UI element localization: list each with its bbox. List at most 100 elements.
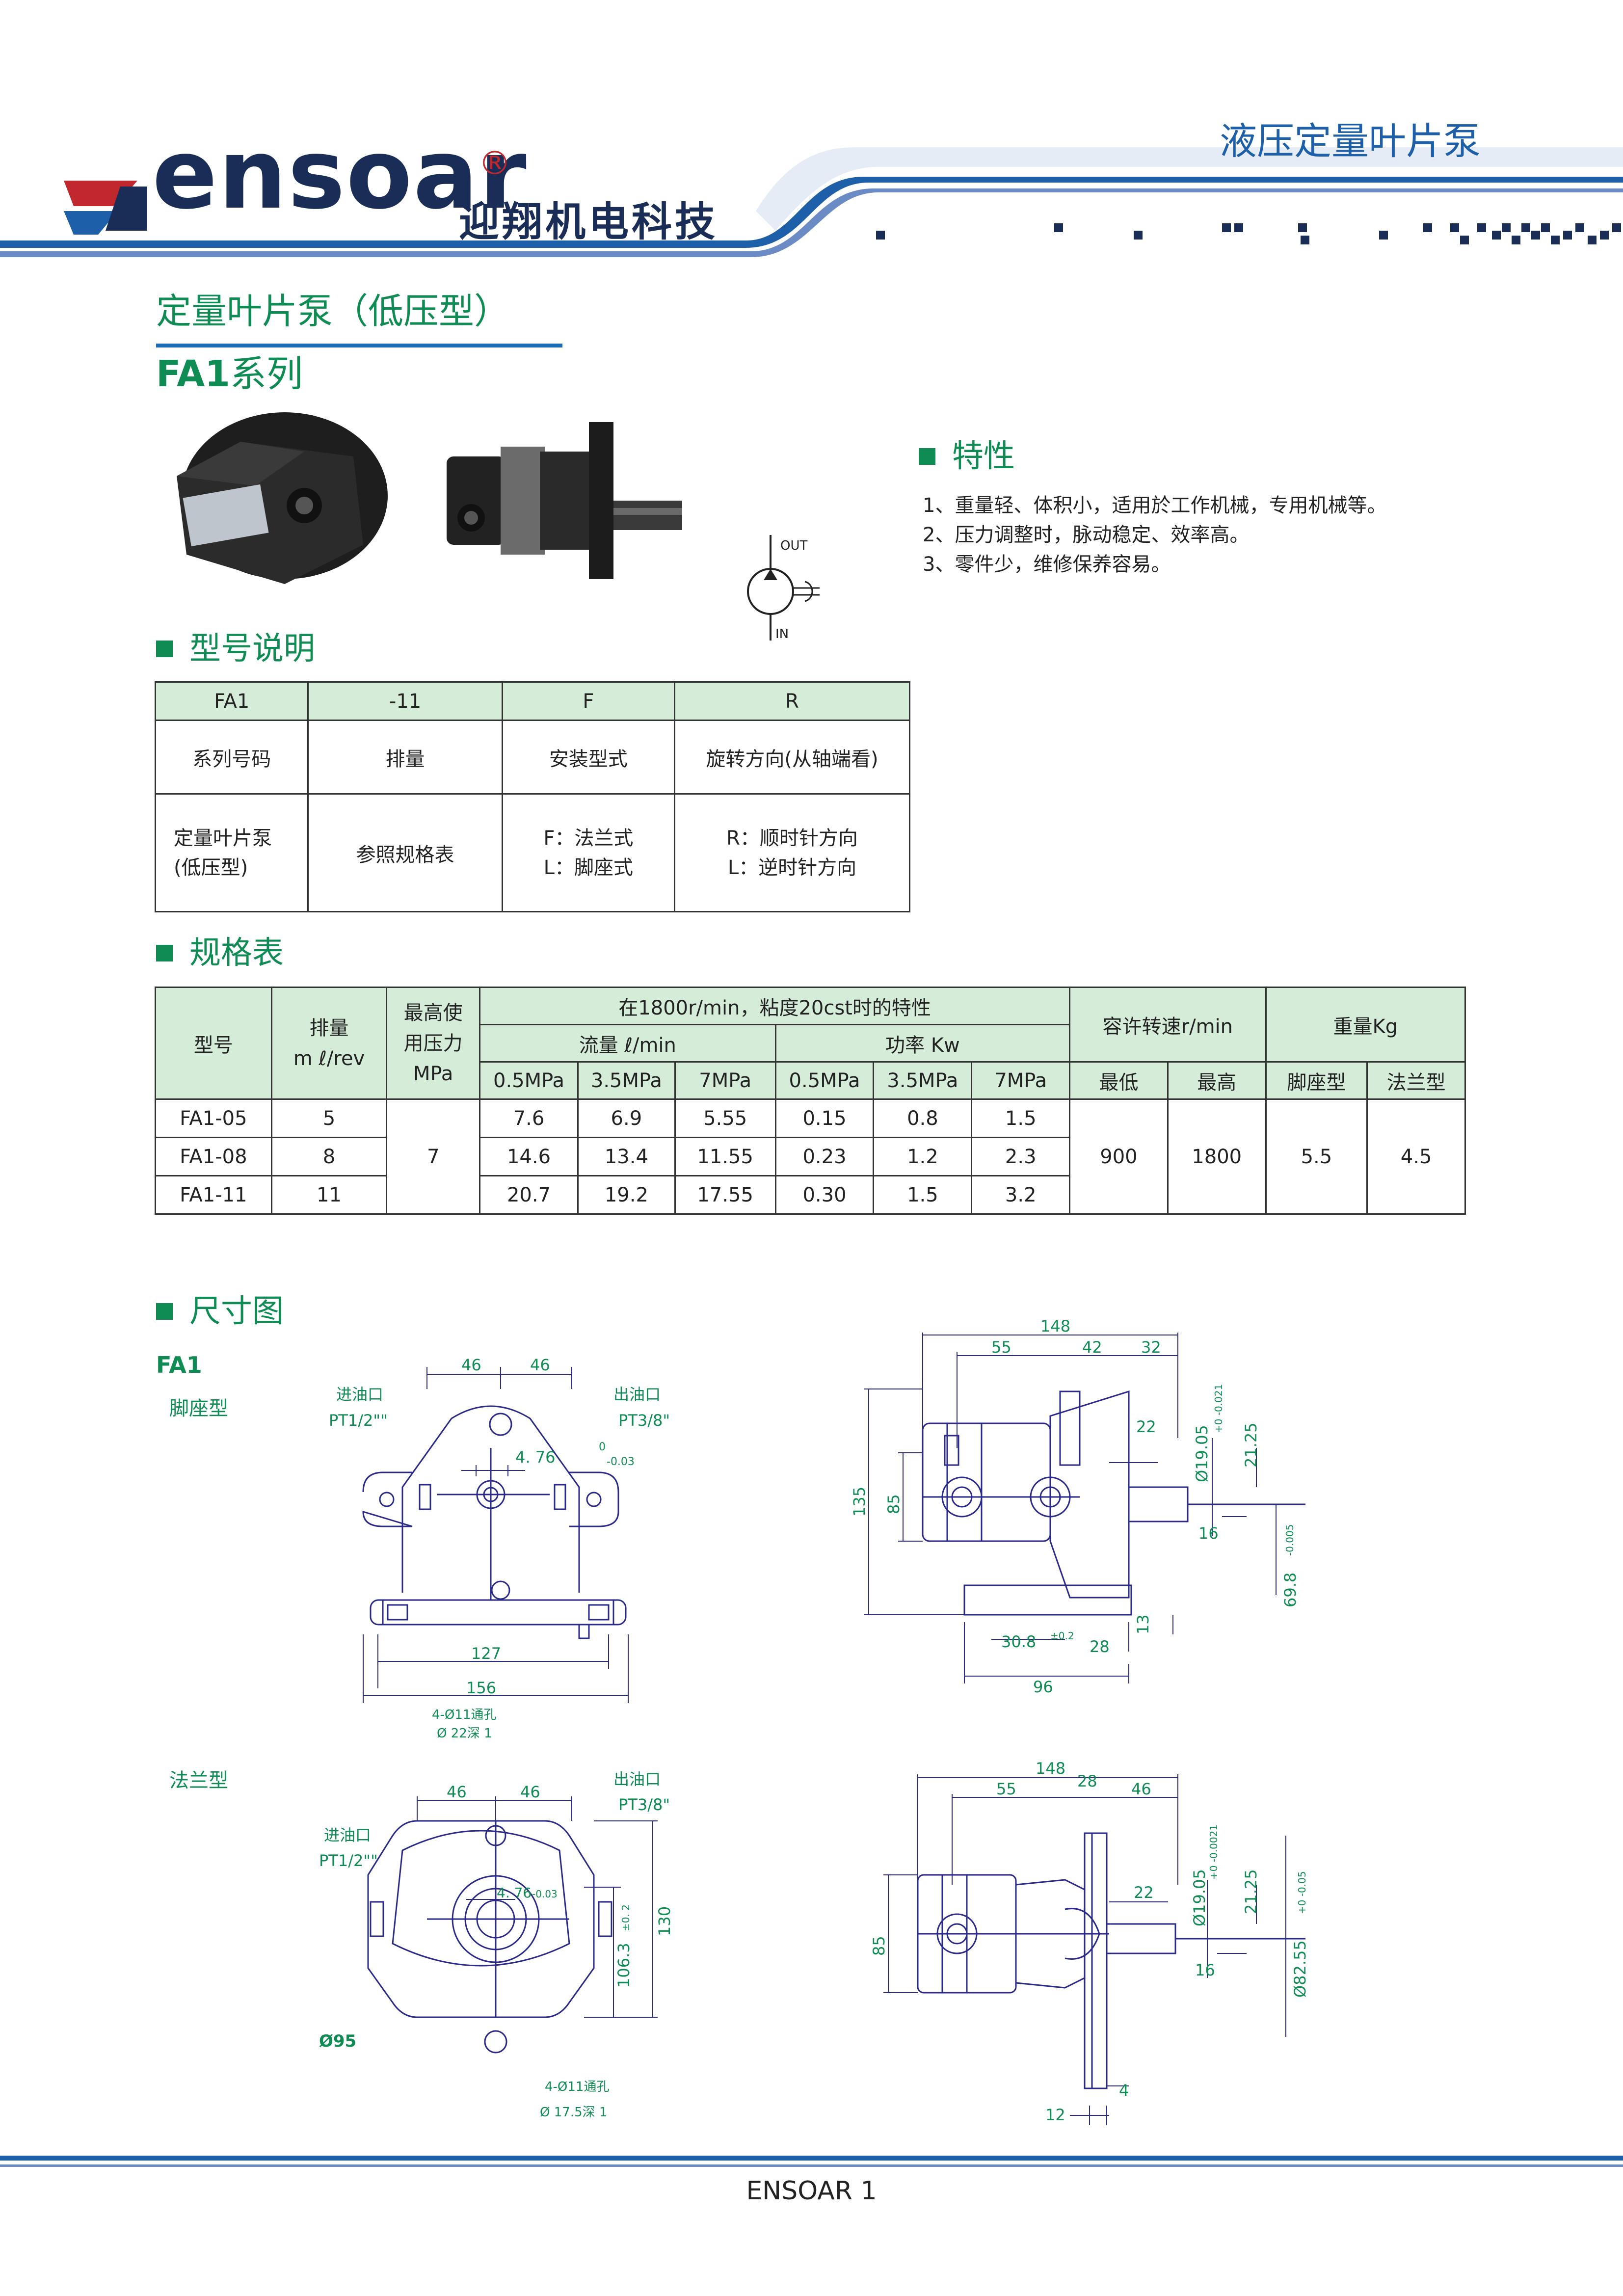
svg-text:Ø 17.5深 1: Ø 17.5深 1 — [540, 2105, 607, 2120]
svg-text:PT3/8": PT3/8" — [618, 1411, 670, 1430]
svg-text:130: 130 — [655, 1906, 674, 1936]
svg-text:4: 4 — [1119, 2081, 1129, 2100]
code-desc: 参照规格表 — [307, 793, 503, 912]
h-weight-col: 脚座型 — [1265, 1061, 1368, 1100]
code-desc: 定量叶片泵(低压型) — [154, 793, 309, 912]
header-title: 液压定量叶片泵 — [1220, 119, 1481, 163]
features-heading: 特性 — [919, 441, 1015, 472]
spec-heading: 规格表 — [156, 937, 284, 969]
h-weight-col: 法兰型 — [1366, 1061, 1466, 1100]
svg-text:46: 46 — [530, 1356, 550, 1374]
svg-text:96: 96 — [1033, 1678, 1053, 1696]
h-press-col: 7MPa — [674, 1061, 776, 1100]
h-power: 功率 Kw — [774, 1024, 1071, 1063]
h-speed: 容许转速r/min — [1069, 987, 1267, 1063]
svg-text:±0.2: ±0.2 — [1050, 1630, 1074, 1642]
h-model: 型号 — [155, 987, 272, 1100]
footer-rule-thin — [0, 2164, 1623, 2167]
svg-text:85: 85 — [884, 1494, 903, 1514]
foot-front-drawing: 46 46 进油口 PT1/2"" 出油口 PT3/8" 4. 76 0 -0.… — [329, 1356, 670, 1741]
svg-text:22: 22 — [1134, 1883, 1154, 1902]
svg-text:42: 42 — [1082, 1338, 1102, 1357]
svg-text:Ø19.05: Ø19.05 — [1190, 1869, 1209, 1926]
svg-text:46: 46 — [1131, 1780, 1151, 1798]
svg-text:127: 127 — [471, 1644, 501, 1663]
dimensions-heading: 尺寸图 — [156, 1296, 284, 1327]
svg-text:Ø 22深 1: Ø 22深 1 — [437, 1726, 492, 1741]
svg-text:13: 13 — [1134, 1614, 1152, 1634]
svg-text:±0. 2: ±0. 2 — [620, 1904, 632, 1931]
svg-text:PT3/8": PT3/8" — [618, 1795, 670, 1814]
speed-min: 900 — [1069, 1098, 1169, 1215]
svg-text:30.8: 30.8 — [1001, 1632, 1036, 1651]
svg-text:-0.03: -0.03 — [532, 1888, 558, 1900]
svg-text:46: 46 — [461, 1356, 481, 1374]
svg-text:+0 -0.05: +0 -0.05 — [1296, 1871, 1308, 1914]
speed-max: 1800 — [1167, 1098, 1267, 1215]
footer-rule — [0, 2156, 1623, 2161]
svg-text:16: 16 — [1195, 1961, 1215, 1979]
symbol-out-label: OUT — [780, 538, 807, 553]
brand-chinese-name: 迎翔机电科技 — [459, 199, 718, 245]
svg-text:4-Ø11通孔: 4-Ø11通孔 — [545, 2080, 609, 2094]
code-cell: F — [501, 681, 675, 721]
svg-text:PT1/2"": PT1/2"" — [319, 1851, 378, 1870]
svg-text:55: 55 — [996, 1780, 1016, 1798]
features-list: 1、重量轻、体积小，适用於工作机械，专用机械等。 2、压力调整时，脉动稳定、效率… — [923, 491, 1386, 579]
svg-text:22: 22 — [1136, 1417, 1156, 1436]
h-press-col: 3.5MPa — [577, 1061, 676, 1100]
svg-text:32: 32 — [1141, 1338, 1161, 1357]
feature-item: 2、压力调整时，脉动稳定、效率高。 — [923, 524, 1250, 546]
page-title: 定量叶片泵（低压型） — [156, 291, 510, 332]
logo-icon — [64, 181, 147, 235]
svg-text:16: 16 — [1198, 1524, 1219, 1543]
svg-text:0: 0 — [599, 1441, 606, 1453]
svg-text:12: 12 — [1045, 2106, 1065, 2124]
foot-side-drawing: 148 55 42 32 22 Ø19.05 +0 -0.021 21.25 1… — [850, 1320, 1305, 1696]
h-press-col: 0.5MPa — [479, 1061, 579, 1100]
header-graphic — [0, 147, 1623, 257]
page-footer: ENSOAR 1 — [746, 2176, 877, 2206]
code-name: 旋转方向(从轴端看) — [673, 720, 911, 795]
model-code-heading: 型号说明 — [156, 633, 315, 665]
svg-text:-0.005: -0.005 — [1284, 1524, 1296, 1556]
flange-front-drawing: 46 46 进油口 PT1/2"" 出油口 PT3/8" 4. 76 -0.03… — [319, 1770, 674, 2120]
svg-text:28: 28 — [1090, 1637, 1110, 1656]
svg-text:Ø95: Ø95 — [319, 2031, 356, 2051]
svg-text:148: 148 — [1036, 1762, 1065, 1778]
svg-text:106.3: 106.3 — [614, 1943, 633, 1988]
svg-text:46: 46 — [520, 1783, 540, 1801]
svg-text:69.8: 69.8 — [1281, 1573, 1300, 1607]
h-flow: 流量 ℓ/min — [479, 1024, 776, 1063]
h-speed-col: 最高 — [1167, 1061, 1267, 1100]
svg-text:4-Ø11通孔: 4-Ø11通孔 — [432, 1708, 496, 1722]
code-cell: -11 — [307, 681, 503, 721]
code-cell: FA1 — [154, 681, 309, 721]
table-row: FA1-05 5 7 7.6 6.9 5.55 0.15 0.8 1.5 900… — [155, 1098, 1466, 1215]
svg-text:4. 76: 4. 76 — [515, 1448, 555, 1467]
svg-text:+0 -0.021: +0 -0.021 — [1213, 1384, 1224, 1433]
flange-type-label: 法兰型 — [169, 1769, 228, 1792]
svg-text:4. 76: 4. 76 — [497, 1885, 532, 1901]
h-press-col: 3.5MPa — [873, 1061, 973, 1100]
svg-text:出油口: 出油口 — [613, 1770, 661, 1789]
weight-flange: 4.5 — [1366, 1098, 1466, 1215]
svg-text:21.25: 21.25 — [1242, 1422, 1260, 1468]
max-pressure: 7 — [386, 1098, 481, 1215]
title-rule — [156, 344, 562, 347]
flange-side-drawing: 148 55 28 46 22 Ø19.05 +0 -0.0021 21.25 … — [870, 1762, 1309, 2125]
svg-text:进油口: 进油口 — [324, 1826, 371, 1844]
h-press-col: 0.5MPa — [774, 1061, 875, 1100]
svg-text:出油口: 出油口 — [613, 1385, 661, 1404]
pump-photo-flange — [447, 422, 682, 579]
svg-text:PT1/2"": PT1/2"" — [329, 1411, 388, 1430]
brand-wordmark: ensoar — [152, 119, 528, 231]
svg-text:进油口: 进油口 — [336, 1385, 383, 1404]
h-speed-col: 最低 — [1069, 1061, 1169, 1100]
svg-text:46: 46 — [447, 1783, 467, 1801]
model-code-table: FA1 -11 F R 系列号码 排量 安装型式 旋转方向(从轴端看) 定量叶片… — [154, 681, 911, 912]
